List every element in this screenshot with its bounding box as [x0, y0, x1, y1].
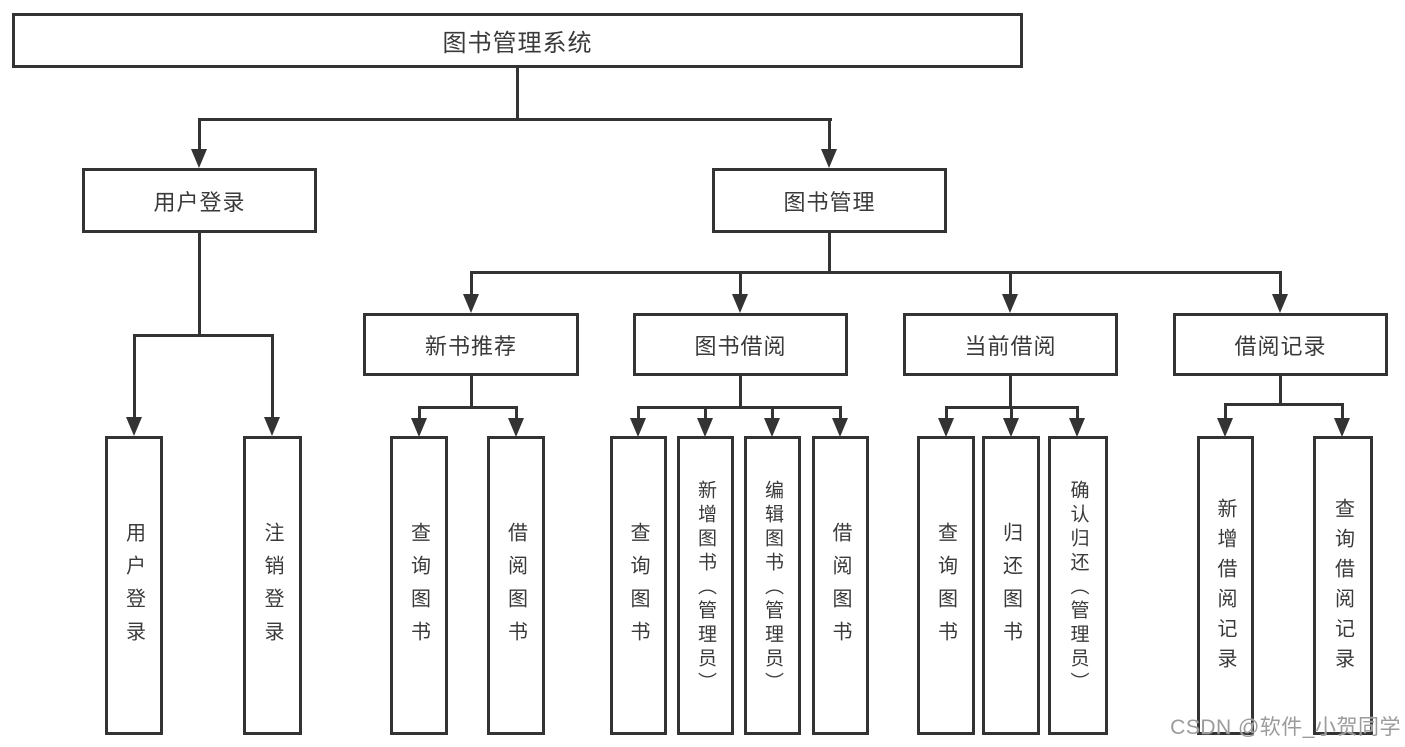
arrowhead-icon: [630, 418, 646, 437]
leaf-borrow-books: 借阅图书: [812, 436, 869, 735]
connector-stem-user-login: [198, 118, 201, 154]
root-node-library-system: 图书管理系统: [12, 13, 1023, 68]
connector-root-split: [198, 118, 832, 121]
leaf-query-books-recommend: 查询图书: [390, 436, 448, 735]
connector-stem-borrowrecords: [1279, 271, 1282, 296]
arrowhead-icon: [764, 418, 780, 437]
connector-currentborrow-stem2: [1009, 376, 1012, 409]
leaf-user-login: 用户登录: [105, 436, 163, 735]
connector-stem: [839, 406, 842, 420]
arrowhead-icon: [1334, 418, 1350, 437]
leaf-logout: 注销登录: [243, 436, 302, 735]
connector-borrowrecords-split: [1224, 403, 1344, 406]
connector-stem-currentborrow: [1009, 271, 1012, 296]
connector-root-stem: [516, 68, 519, 120]
connector-newbook-stem: [470, 376, 473, 409]
connector-stem: [945, 406, 948, 420]
connector-newbook-split: [418, 406, 518, 409]
connector-borrowrecords-stem2: [1279, 376, 1282, 406]
node-user-login: 用户登录: [82, 168, 317, 233]
leaf-edit-book-admin: 编辑图书（管理员）: [744, 436, 801, 735]
connector-stem: [1076, 406, 1079, 420]
connector-stem: [637, 406, 640, 420]
connector-userlogin-split: [133, 334, 274, 337]
leaf-query-books-borrow: 查询图书: [610, 436, 667, 735]
leaf-confirm-return-admin: 确认归还（管理员）: [1048, 436, 1108, 735]
node-new-book-recommend: 新书推荐: [363, 313, 579, 376]
leaf-query-books-current: 查询图书: [917, 436, 975, 735]
arrowhead-icon: [938, 418, 954, 437]
connector-bookborrow-split: [637, 406, 841, 409]
csdn-watermark: CSDN @软件_小贺同学: [1170, 716, 1401, 739]
node-current-borrow: 当前借阅: [903, 313, 1118, 376]
connector-userlogin-stem: [198, 233, 201, 337]
connector-stem: [1010, 406, 1013, 420]
leaf-add-borrow-record: 新增借阅记录: [1197, 436, 1254, 735]
arrowhead-icon: [1002, 294, 1018, 313]
connector-stem-leaf-logout: [271, 334, 274, 419]
node-borrow-records: 借阅记录: [1173, 313, 1388, 376]
connector-stem: [418, 406, 421, 420]
arrowhead-icon: [411, 418, 427, 437]
arrowhead-icon: [126, 417, 142, 436]
arrowhead-icon: [1003, 418, 1019, 437]
arrowhead-icon: [832, 418, 848, 437]
node-book-management: 图书管理: [712, 168, 947, 233]
leaf-query-borrow-record: 查询借阅记录: [1313, 436, 1373, 735]
connector-stem-bookborrow: [739, 271, 742, 296]
connector-bookmgmt-stem: [828, 233, 831, 273]
leaf-add-book-admin: 新增图书（管理员）: [677, 436, 734, 735]
arrowhead-icon: [463, 294, 479, 313]
connector-bookmgmt-split: [470, 271, 1281, 274]
node-book-borrow: 图书借阅: [633, 313, 848, 376]
connector-stem: [515, 406, 518, 420]
connector-stem: [704, 406, 707, 420]
arrowhead-icon: [191, 149, 207, 168]
arrowhead-icon: [1069, 418, 1085, 437]
arrowhead-icon: [508, 418, 524, 437]
arrowhead-icon: [1272, 294, 1288, 313]
leaf-borrow-books-recommend: 借阅图书: [487, 436, 545, 735]
connector-stem-newbook: [470, 271, 473, 296]
connector-stem-leaf-login: [133, 334, 136, 419]
arrowhead-icon: [732, 294, 748, 313]
leaf-return-book: 归还图书: [982, 436, 1040, 735]
arrowhead-icon: [697, 418, 713, 437]
connector-stem: [771, 406, 774, 420]
connector-bookborrow-stem2: [739, 376, 742, 409]
connector-stem: [1224, 403, 1227, 420]
connector-stem-book-mgmt: [828, 118, 831, 154]
arrowhead-icon: [264, 417, 280, 436]
arrowhead-icon: [821, 149, 837, 168]
arrowhead-icon: [1217, 418, 1233, 437]
connector-stem: [1341, 403, 1344, 420]
